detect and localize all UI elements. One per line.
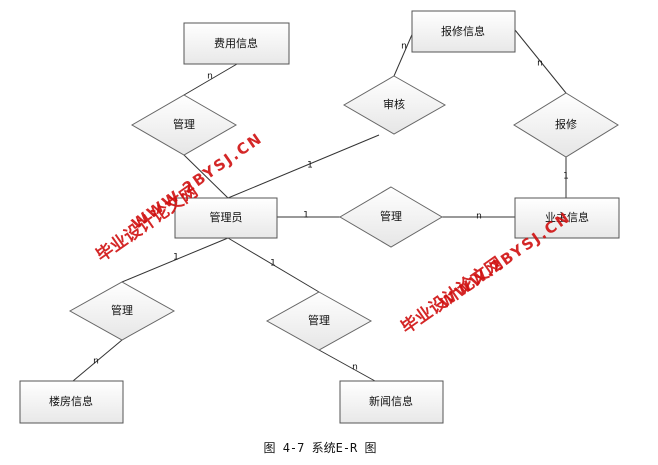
entity-news: 新闻信息 bbox=[339, 380, 444, 424]
entity-repair-label: 报修信息 bbox=[441, 24, 485, 38]
card-admin-news-1: 1 bbox=[270, 259, 276, 269]
entity-owner: 业主信息 bbox=[514, 197, 620, 239]
relationship-audit-label: 审核 bbox=[383, 97, 405, 111]
relationship-manage-news: 管理 bbox=[265, 291, 373, 351]
relationship-manage-fee: 管理 bbox=[130, 94, 238, 156]
line-fee-manage bbox=[183, 63, 238, 96]
entity-owner-label: 业主信息 bbox=[545, 210, 589, 224]
card-report-1: 1 bbox=[563, 172, 569, 182]
cardinalities: n n 1 n 1 1 n 1 n 1 n bbox=[93, 42, 569, 373]
entity-fee-label: 费用信息 bbox=[214, 36, 258, 50]
relationship-audit: 审核 bbox=[343, 75, 447, 135]
watermark-right-url: WWW.2BYSJ.CN bbox=[436, 208, 574, 312]
figure-caption: 图 4-7 系统E-R 图 bbox=[263, 441, 376, 455]
relationship-manage-fee-label: 管理 bbox=[173, 117, 195, 131]
line-admin-manage-news bbox=[227, 237, 320, 293]
card-admin-owner-1: 1 bbox=[303, 211, 309, 221]
entity-admin: 管理员 bbox=[174, 197, 278, 239]
card-building-n: n bbox=[93, 357, 99, 367]
relationship-report-repair-label: 报修 bbox=[555, 117, 577, 131]
line-manage-admin-top bbox=[183, 154, 229, 199]
card-audit-1: 1 bbox=[307, 161, 313, 171]
entity-fee: 费用信息 bbox=[183, 22, 290, 65]
card-repair-n: n bbox=[537, 59, 543, 69]
line-audit-repair bbox=[393, 29, 415, 77]
relationship-manage-owner: 管理 bbox=[339, 186, 443, 248]
line-repair-report bbox=[514, 29, 567, 94]
entity-admin-label: 管理员 bbox=[210, 210, 243, 224]
entity-building: 楼房信息 bbox=[19, 380, 124, 424]
card-news-n: n bbox=[352, 363, 358, 373]
line-admin-manage-building bbox=[121, 237, 229, 283]
entity-news-label: 新闻信息 bbox=[369, 394, 413, 408]
card-owner-n: n bbox=[476, 212, 482, 222]
card-audit-n: n bbox=[401, 42, 407, 52]
entity-building-label: 楼房信息 bbox=[49, 394, 93, 408]
connectors bbox=[72, 29, 567, 382]
line-manage-building-building bbox=[72, 339, 123, 382]
line-admin-audit bbox=[227, 134, 380, 199]
relationship-manage-building: 管理 bbox=[68, 281, 176, 341]
entity-repair: 报修信息 bbox=[411, 10, 516, 53]
relationship-manage-owner-label: 管理 bbox=[380, 209, 402, 223]
relationship-manage-building-label: 管理 bbox=[111, 303, 133, 317]
card-admin-building-1: 1 bbox=[173, 253, 179, 263]
card-fee-n: n bbox=[207, 72, 213, 82]
line-manage-news-news bbox=[318, 349, 376, 382]
relationship-report-repair: 报修 bbox=[513, 92, 619, 158]
relationship-manage-news-label: 管理 bbox=[308, 313, 330, 327]
